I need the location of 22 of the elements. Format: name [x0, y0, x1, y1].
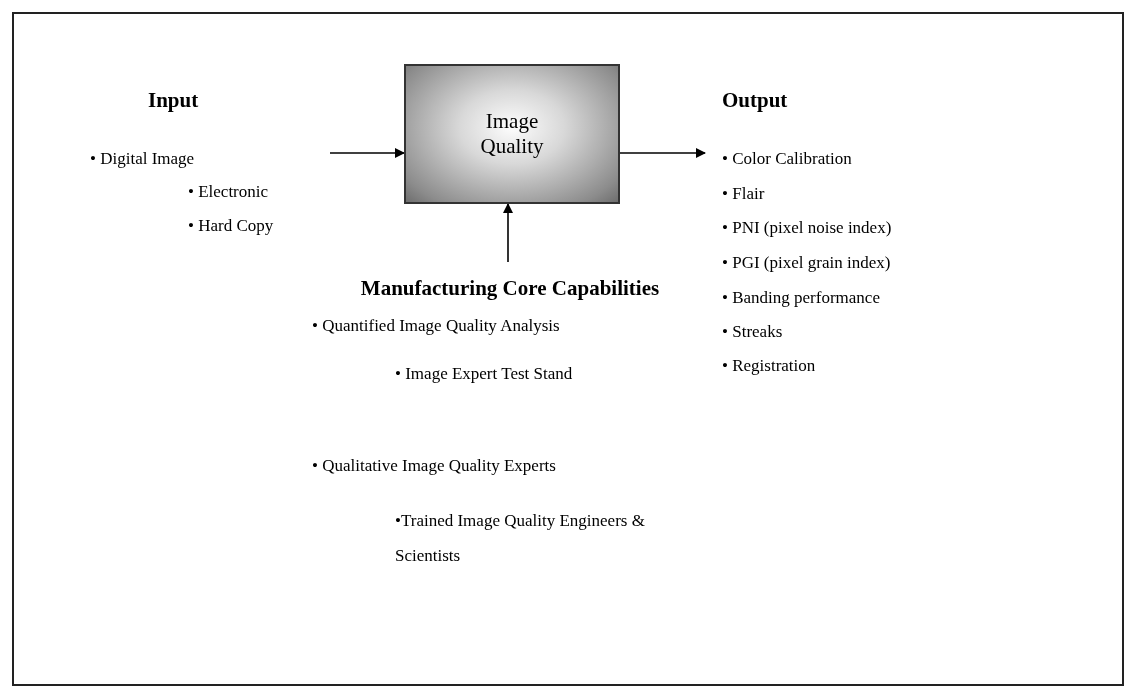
process-box: [404, 64, 620, 204]
bullet-item: • Banding performance: [722, 287, 880, 308]
bullet-item: • Image Expert Test Stand: [395, 363, 573, 384]
bullet-item: • PGI (pixel grain index): [722, 252, 891, 273]
bullet-item: • Hard Copy: [188, 215, 274, 236]
section-heading: Manufacturing Core Capabilities: [359, 276, 661, 301]
bullet-item: • Digital Image: [90, 148, 195, 169]
arrow: [619, 148, 706, 158]
arrow: [503, 203, 513, 263]
bullet-item: • Color Calibration: [722, 148, 852, 169]
bullet-item: • Qualitative Image Quality Experts: [312, 455, 556, 476]
section-heading: Input: [148, 88, 199, 113]
bullet-item: • Quantified Image Quality Analysis: [312, 315, 560, 336]
section-heading: Output: [722, 88, 788, 113]
bullet-item: • Electronic: [188, 181, 269, 202]
bullet-item: • Streaks: [722, 321, 783, 342]
bullet-item: •Trained Image Quality Engineers & Scientists: [395, 510, 646, 567]
bullet-item: • PNI (pixel noise index): [722, 217, 892, 238]
bullet-item: • Registration: [722, 355, 816, 376]
arrow: [329, 148, 405, 158]
bullet-item: • Flair: [722, 183, 765, 204]
box-label: Image Quality: [479, 109, 545, 159]
